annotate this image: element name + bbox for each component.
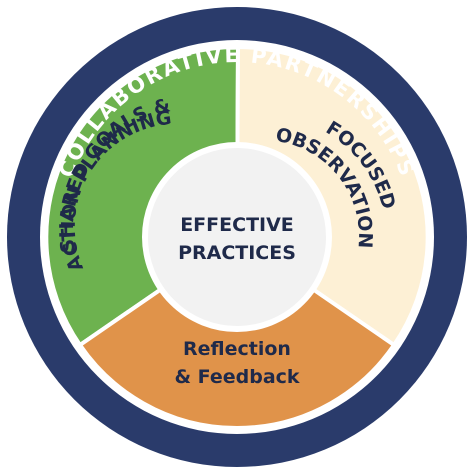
segment-reflection-label-line1: Reflection xyxy=(183,338,291,360)
segment-reflection-feedback xyxy=(77,234,397,430)
segment-shared-goals xyxy=(44,44,241,348)
segment-focused-observation xyxy=(234,44,430,348)
segment-reflection-label-line2: & Feedback xyxy=(174,366,299,388)
center-label-line2: PRACTICES xyxy=(178,242,296,264)
center-label-line1: EFFECTIVE xyxy=(180,214,294,236)
center-circle xyxy=(142,142,332,332)
